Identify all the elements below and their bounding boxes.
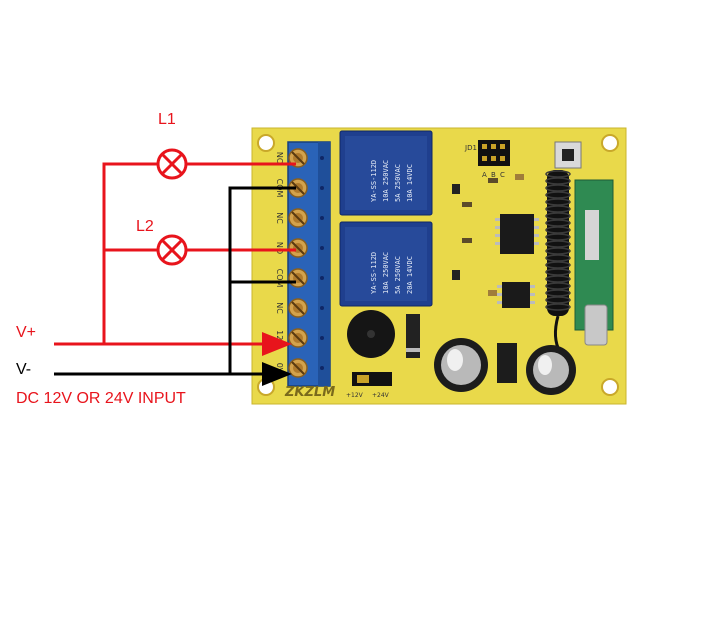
jumper-header: JD1 A B C: [464, 140, 510, 179]
ic-chip-2: [497, 282, 535, 308]
terminal-screw: [288, 298, 324, 318]
capacitor-2: [526, 345, 576, 395]
mounting-hole: [601, 378, 619, 396]
led: [452, 270, 460, 280]
ic-chip-1: [495, 214, 539, 254]
relay-2-rating-1: 10A 250VAC: [382, 252, 390, 294]
positive-label: V+: [16, 324, 36, 341]
terminal-screw: [288, 208, 324, 228]
red-arrow: [262, 332, 292, 356]
negative-label: V-: [16, 361, 31, 378]
rf-receiver-module: [574, 179, 614, 346]
resistor: [462, 202, 472, 207]
terminal-label: 12V: [275, 330, 284, 346]
terminal-screw: [288, 178, 324, 198]
capacitor-1: [434, 338, 488, 392]
resistor: [462, 238, 472, 243]
jumper-letter-c: C: [500, 171, 505, 179]
terminal-label: NC: [275, 302, 284, 314]
lamp-l2: [156, 234, 188, 266]
capacitor-small: [515, 174, 524, 180]
diode: [406, 314, 420, 358]
relay-1-rating-3: 10A 14VDC: [406, 164, 414, 202]
relay-2-rating-2: 5A 250VAC: [394, 256, 402, 294]
terminal-screw: [288, 358, 324, 378]
terminal-label: NO: [275, 242, 284, 254]
mounting-hole: [257, 134, 275, 152]
black-wire-com1: [228, 186, 296, 374]
lamp-l1: [156, 148, 188, 180]
resistor: [488, 178, 498, 183]
lamp-l2-label: L2: [136, 218, 154, 235]
wires: [54, 162, 296, 386]
jumper-letter-a: A: [482, 171, 487, 179]
voltage-label-12v: +12V: [346, 392, 364, 399]
terminal-screw: [288, 328, 324, 348]
mounting-hole: [601, 134, 619, 152]
relay-1-model: YA-SS-112D: [370, 160, 378, 202]
terminal-block: [287, 141, 331, 387]
relay-1-rating-1: 10A 250VAC: [382, 160, 390, 202]
terminal-label: 0V: [275, 363, 284, 374]
learn-button: [554, 141, 582, 169]
lamp-l1-label: L1: [158, 111, 176, 128]
terminal-label: NO: [275, 152, 284, 164]
relay-1: YA-SS-112D 10A 250VAC 5A 250VAC 10A 14VD…: [339, 130, 433, 216]
black-arrow: [262, 362, 292, 386]
relay-1-rating-2: 5A 250VAC: [394, 164, 402, 202]
capacitor-small: [488, 290, 497, 296]
voltage-label-24v: +24V: [372, 392, 390, 399]
terminal-label: COM: [275, 269, 284, 288]
voltage-regulator: [497, 343, 517, 383]
voltage-jumper: +12V +24V: [346, 372, 392, 399]
relay-2-model: YA-SS-112D: [370, 252, 378, 294]
relay-2-rating-3: 20A 14VDC: [406, 256, 414, 294]
led: [452, 184, 460, 194]
board-brand: ZKZLM: [284, 385, 335, 400]
jumper-letter-b: B: [491, 171, 496, 179]
terminal-label: NC: [275, 212, 284, 224]
relay-2: YA-SS-112D 10A 250VAC 5A 250VAC 20A 14VD…: [339, 221, 433, 307]
jumper-label: JD1: [464, 144, 477, 152]
input-voltage-label: DC 12V OR 24V INPUT: [16, 390, 186, 407]
red-wire-common: [102, 162, 296, 344]
